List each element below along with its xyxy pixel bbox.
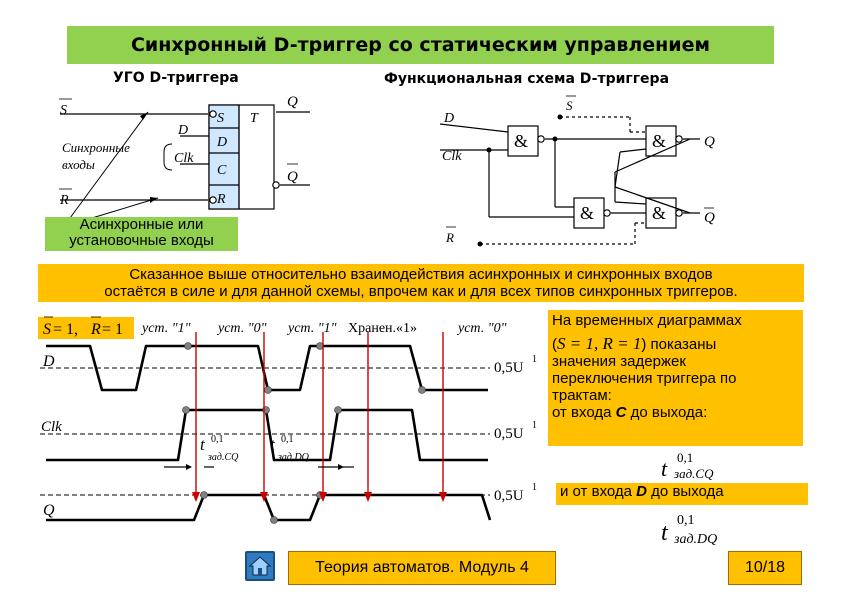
func-input-R: R [445,230,454,245]
async-inputs-callout: Асинхронные или установочные входы [45,217,238,251]
state-label: Хранен.«1» [348,321,417,336]
half-u-sup: 1 [532,482,537,493]
ugo-output-Qbar: Q [287,169,298,185]
func-output-Qbar: Q [704,210,715,226]
svg-text:зад.CQ: зад.CQ [673,466,714,481]
delay-DQ-sup: 0,1 [281,434,294,445]
half-u-sup: 1 [532,354,537,365]
ugo-input-Clk-label: Clk [174,151,194,166]
func-input-Clk: Clk [442,149,462,164]
page-number: 10/18 [728,551,802,585]
course-footer: Теория автоматов. Модуль 4 [288,551,556,585]
half-u-sup: 1 [532,420,537,431]
home-icon [248,556,272,576]
delay-DQ-t: t [270,435,276,454]
signal-Q-label: Q [43,502,55,519]
cond-eq2: = 1 [102,321,123,338]
waveform-D [46,344,488,392]
ugo-sync-label: Синхронные [62,140,130,155]
timing-diagram: S = 1, R = 1 уст. "1" уст. "0" уст. "1" … [40,316,537,524]
cond-eq1: = 1, [53,321,78,338]
ugo-box-R: R [216,192,226,207]
and-gate-3-label: & [580,203,594,223]
ugo-input-R-label: R [59,193,69,208]
delay-CQ-sub: зад.CQ [207,452,239,463]
ugo-box-T: T [250,111,259,126]
formula-t-CQ: t 0,1 зад.CQ [661,450,714,481]
svg-text:t: t [661,456,668,481]
slide-title: Синхронный D-триггер со статическим упра… [67,26,774,64]
formula-t-DQ: t 0,1 зад.DQ [661,513,717,547]
half-u-Clk: 0,5U [494,426,524,442]
func-input-D: D [443,111,454,126]
func-input-S: S [566,98,573,113]
ugo-box-C: C [217,163,227,178]
state-label: уст. "1" [140,321,191,336]
ugo-box-D: D [216,135,227,150]
and-gate-4-label: & [652,203,666,223]
and-gate-1-label: & [514,131,528,151]
inversion-bubble [209,196,217,204]
ugo-input-D-label: D [177,123,188,138]
ugo-input-S-label: S [60,103,67,118]
signal-Clk-label: Clk [41,419,62,435]
svg-text:0,1: 0,1 [677,513,695,528]
ugo-symbol: S R Синхронные входы D Clk S D C R T Q Q [59,94,310,219]
state-label: уст. "0" [456,321,507,336]
half-u-Q: 0,5U [494,488,524,504]
ugo-sync-label: входы [62,157,95,172]
inversion-bubble [272,181,280,189]
cond-S: S [43,321,51,338]
ugo-heading: УГО D-триггера [113,70,239,86]
statement-banner: Сказанное выше относительно взаимодейств… [38,264,804,302]
signal-D-label: D [42,353,55,370]
condition-box [38,317,134,339]
state-label: уст. "1" [286,321,337,336]
waveform-Clk [46,408,488,462]
ugo-box-S: S [217,111,224,126]
svg-text:0,1: 0,1 [677,450,693,465]
svg-text:зад.DQ: зад.DQ [673,532,717,547]
delay-CQ-t: t [200,435,206,454]
and-gate-2-label: & [652,131,666,151]
ugo-output-Q: Q [287,94,298,110]
home-button[interactable] [245,551,275,581]
func-output-Q: Q [704,134,715,150]
func-heading: Функциональная схема D-триггера [384,71,670,87]
delay-DQ-sub: зад.DQ [277,452,310,463]
functional-scheme: & & & & S D Clk R Q Q [440,95,715,247]
delay-CQ-sup: 0,1 [211,434,224,445]
svg-text:t: t [661,520,669,546]
path-D-note: и от входа D до выхода [556,483,808,505]
inversion-bubble [209,110,217,118]
half-u-D: 0,5U [494,360,524,376]
state-label: уст. "0" [216,321,267,336]
cond-R: R [90,321,101,338]
timing-note: На временных диаграммах (S = 1, R = 1) п… [548,310,803,446]
waveform-Q [46,493,492,522]
ugo-inputs-column [208,104,240,210]
